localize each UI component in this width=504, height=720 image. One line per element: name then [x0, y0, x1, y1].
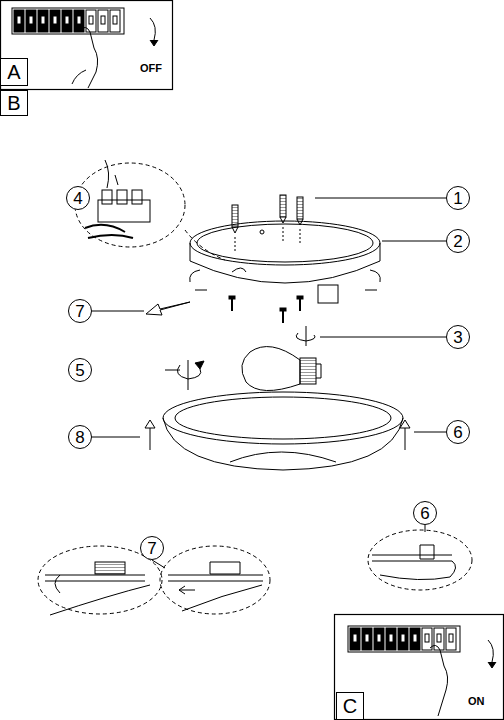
callout-number: 7 [68, 299, 92, 323]
ceiling-plate [190, 221, 381, 303]
callout-number: 8 [68, 425, 92, 449]
callout-number: 4 [66, 186, 90, 210]
callout-number: 7 [140, 536, 164, 560]
panel-letter-text: C [343, 696, 357, 716]
callout-number: 5 [68, 358, 92, 382]
callout-number: 3 [446, 325, 470, 349]
callout-text: 7 [147, 540, 156, 557]
callout-text: 2 [453, 233, 462, 250]
callout-number: 6 [413, 501, 437, 525]
light-bulb [242, 347, 321, 391]
panel-letter: B [0, 90, 28, 116]
switch-state: ON [468, 695, 485, 707]
callout-text: 6 [453, 424, 462, 441]
callout-number: 2 [446, 229, 470, 253]
callout-text: 5 [75, 362, 84, 379]
panel-letter: A [0, 58, 28, 86]
glass-shade [163, 392, 403, 470]
callout-text: 6 [420, 505, 429, 522]
panel-letter-text: B [7, 93, 20, 113]
callout-number: 1 [446, 186, 470, 210]
callout-text: 4 [73, 190, 82, 207]
switch-state: OFF [140, 62, 162, 74]
callout-number: 6 [446, 420, 470, 444]
panel-letter-text: A [7, 62, 20, 82]
callout-text: 3 [453, 329, 462, 346]
callout-text: 8 [75, 429, 84, 446]
callout-text: 1 [453, 190, 462, 207]
callout-text: 7 [75, 303, 84, 320]
panel-letter: C [336, 692, 364, 720]
breaker-strip [12, 8, 124, 34]
